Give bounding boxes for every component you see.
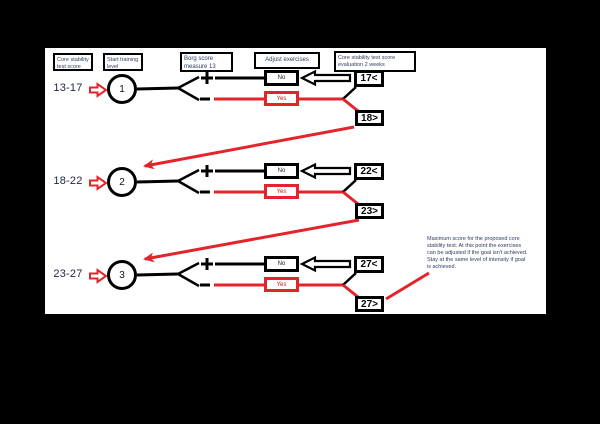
no-box: No: [264, 256, 299, 272]
flowchart-page: Core stability test score Start training…: [45, 48, 546, 314]
flow-row-level-1: 13-17 1 No Yes 17< 18>: [45, 48, 546, 130]
score-range-label: 23-27: [53, 268, 83, 280]
level-circle: 2: [107, 167, 137, 197]
feedback-arrow-row1-to-row2: [143, 125, 355, 170]
upper-threshold-box: 22<: [354, 163, 384, 180]
header-adjust-exercises: Adjust exercises: [254, 52, 320, 69]
annotation-pointer-line: [385, 271, 430, 301]
header-start-training-level: Start training level: [103, 53, 143, 71]
lower-threshold-box: 23>: [355, 203, 384, 219]
feedback-arrow-row2-to-row3: [143, 218, 360, 263]
no-box: No: [264, 70, 299, 86]
score-range-label: 13-17: [53, 82, 83, 94]
score-range-label: 18-22: [53, 175, 83, 187]
header-line: evaluation 2 weeks: [338, 61, 385, 68]
header-line: Borg score: [184, 56, 214, 62]
lower-threshold-box: 18>: [355, 110, 384, 126]
header-line: measure 13: [184, 63, 216, 70]
level-circle: 1: [107, 74, 137, 104]
no-box: No: [264, 163, 299, 179]
yes-box: Yes: [264, 277, 299, 292]
header-borg-score-measure: Borg score measure 13: [180, 52, 233, 72]
header-line: Start training: [107, 57, 139, 63]
header-line: Adjust exercises: [265, 57, 309, 64]
header-line: test score: [57, 63, 81, 70]
header-core-stability-test-score: Core stability test score: [53, 53, 93, 71]
flowchart-lines: [88, 70, 430, 301]
upper-threshold-box: 27<: [354, 256, 384, 273]
upper-threshold-box: 17<: [354, 70, 384, 87]
level-circle: 3: [107, 260, 137, 290]
annotation-text: Maximum score for the proposed core stab…: [427, 236, 528, 270]
yes-box: Yes: [264, 184, 299, 199]
flow-row-level-2: 18-22 2 No Yes 22< 23>: [45, 141, 546, 223]
yes-box: Yes: [264, 91, 299, 106]
header-line: level: [107, 63, 119, 70]
flow-row-level-3: 23-27 3 No Yes 27< 27>: [45, 234, 546, 316]
header-line: Core stability: [57, 57, 89, 63]
header-line: Core stability test score: [338, 55, 396, 61]
lower-threshold-box: 27>: [355, 296, 384, 312]
